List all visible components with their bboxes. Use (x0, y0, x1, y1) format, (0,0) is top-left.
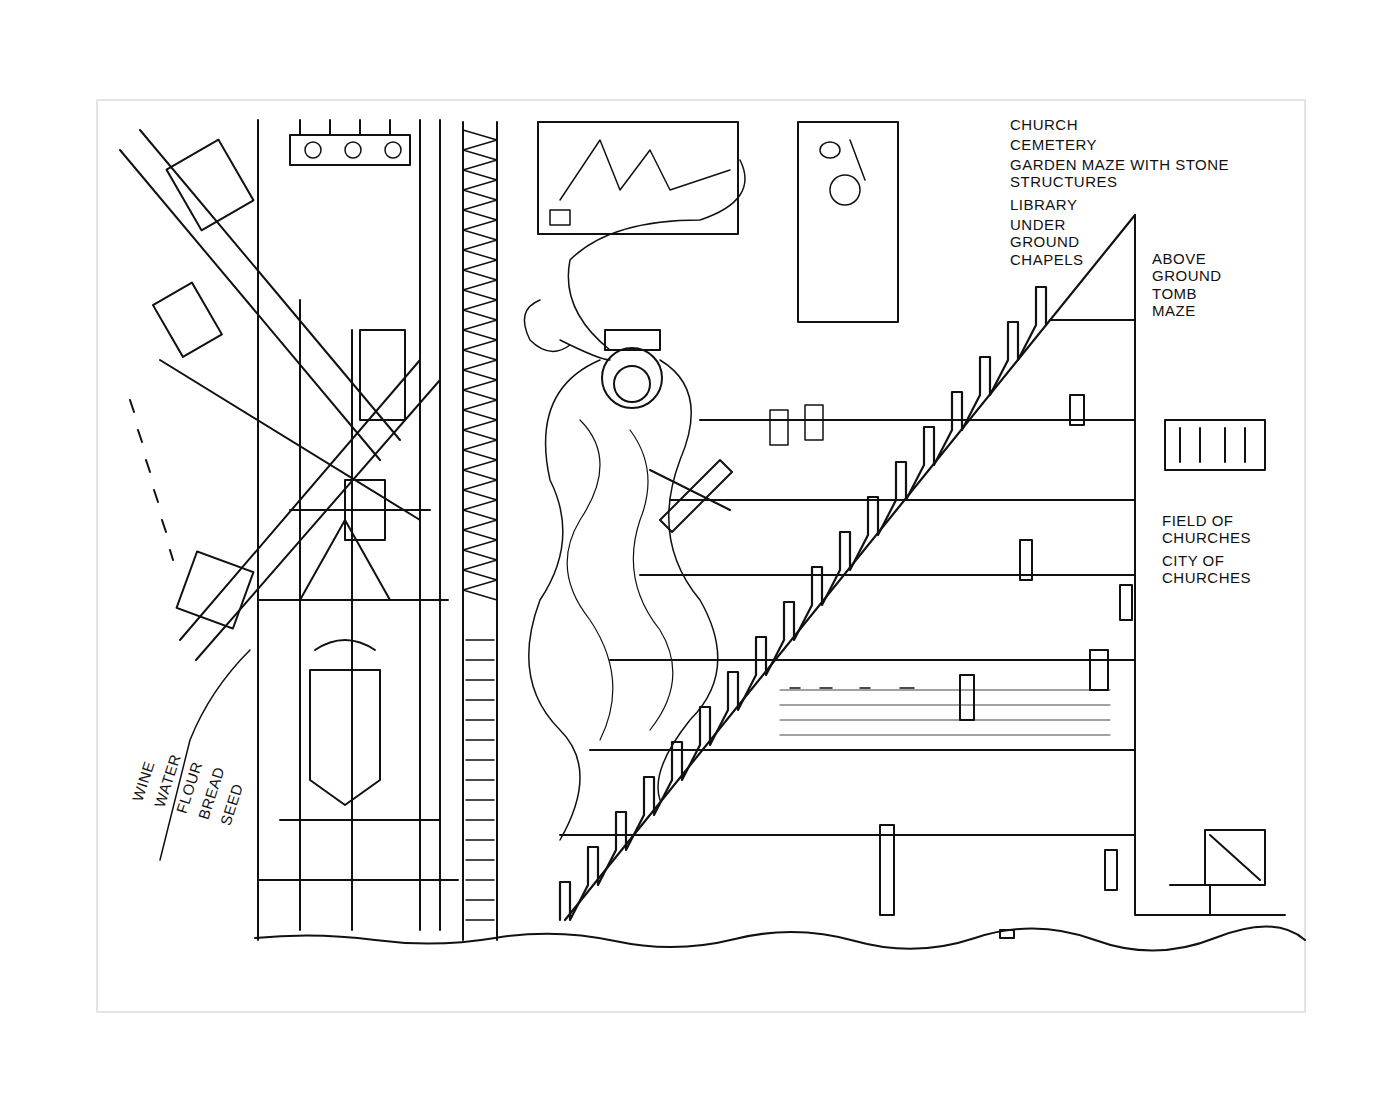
annotation-text: LIBRARY (1008, 196, 1122, 213)
annotation-text: FIELD OF CHURCHES (1160, 512, 1274, 547)
annotation-text: CHURCH (1008, 116, 1212, 133)
annotation-text: CEMETERY (1008, 136, 1212, 153)
annotation-text: UNDER GROUND CHAPELS (1008, 216, 1090, 268)
annotation-text: ABOVE GROUND TOMB MAZE (1150, 250, 1244, 319)
annotation-text: CITY OF CHURCHES (1160, 552, 1274, 587)
annotation-text: GARDEN MAZE WITH STONE STRUCTURES (1008, 156, 1297, 191)
